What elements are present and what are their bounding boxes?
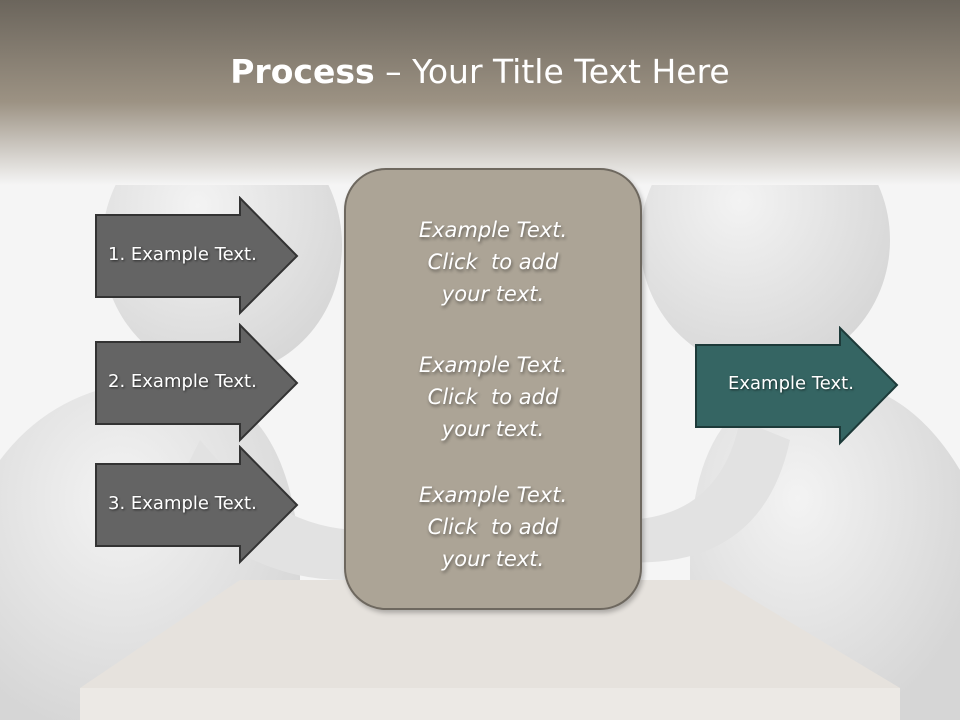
arrow-right-icon xyxy=(95,323,299,443)
right-arm xyxy=(600,420,790,563)
header-band xyxy=(0,0,960,185)
title-bold: Process xyxy=(230,52,375,91)
step-arrow-2[interactable]: 2. Example Text. xyxy=(94,323,300,443)
step-label-1: 1. Example Text. xyxy=(108,244,257,265)
slide-title[interactable]: Process – Your Title Text Here xyxy=(0,52,960,91)
block-line: Click to add xyxy=(427,385,559,409)
center-text-block-2: Example Text. Click to add your text. xyxy=(346,349,640,445)
block-line: Example Text. xyxy=(418,353,568,377)
center-text-block-3: Example Text. Click to add your text. xyxy=(346,479,640,575)
block-line: your text. xyxy=(441,417,545,441)
arrow-right-icon xyxy=(95,445,299,565)
title-rest: – Your Title Text Here xyxy=(374,52,730,91)
center-text-box[interactable]: Example Text. Click to add your text. Ex… xyxy=(344,168,642,610)
step-arrow-1[interactable]: 1. Example Text. xyxy=(94,196,300,316)
block-line: Example Text. xyxy=(418,483,568,507)
step-arrow-3[interactable]: 3. Example Text. xyxy=(94,445,300,565)
table-top xyxy=(80,580,900,688)
block-line: your text. xyxy=(441,282,545,306)
step-label-2: 2. Example Text. xyxy=(108,371,257,392)
block-line: Click to add xyxy=(427,250,559,274)
result-label: Example Text. xyxy=(728,373,854,394)
step-label-3: 3. Example Text. xyxy=(108,493,257,514)
block-line: Example Text. xyxy=(418,218,568,242)
result-arrow[interactable]: Example Text. xyxy=(694,326,900,446)
arrow-right-icon xyxy=(695,326,899,446)
arrow-right-icon xyxy=(95,196,299,316)
table-front xyxy=(80,688,900,720)
block-line: Click to add xyxy=(427,515,559,539)
block-line: your text. xyxy=(441,547,545,571)
center-text-block-1: Example Text. Click to add your text. xyxy=(346,214,640,310)
